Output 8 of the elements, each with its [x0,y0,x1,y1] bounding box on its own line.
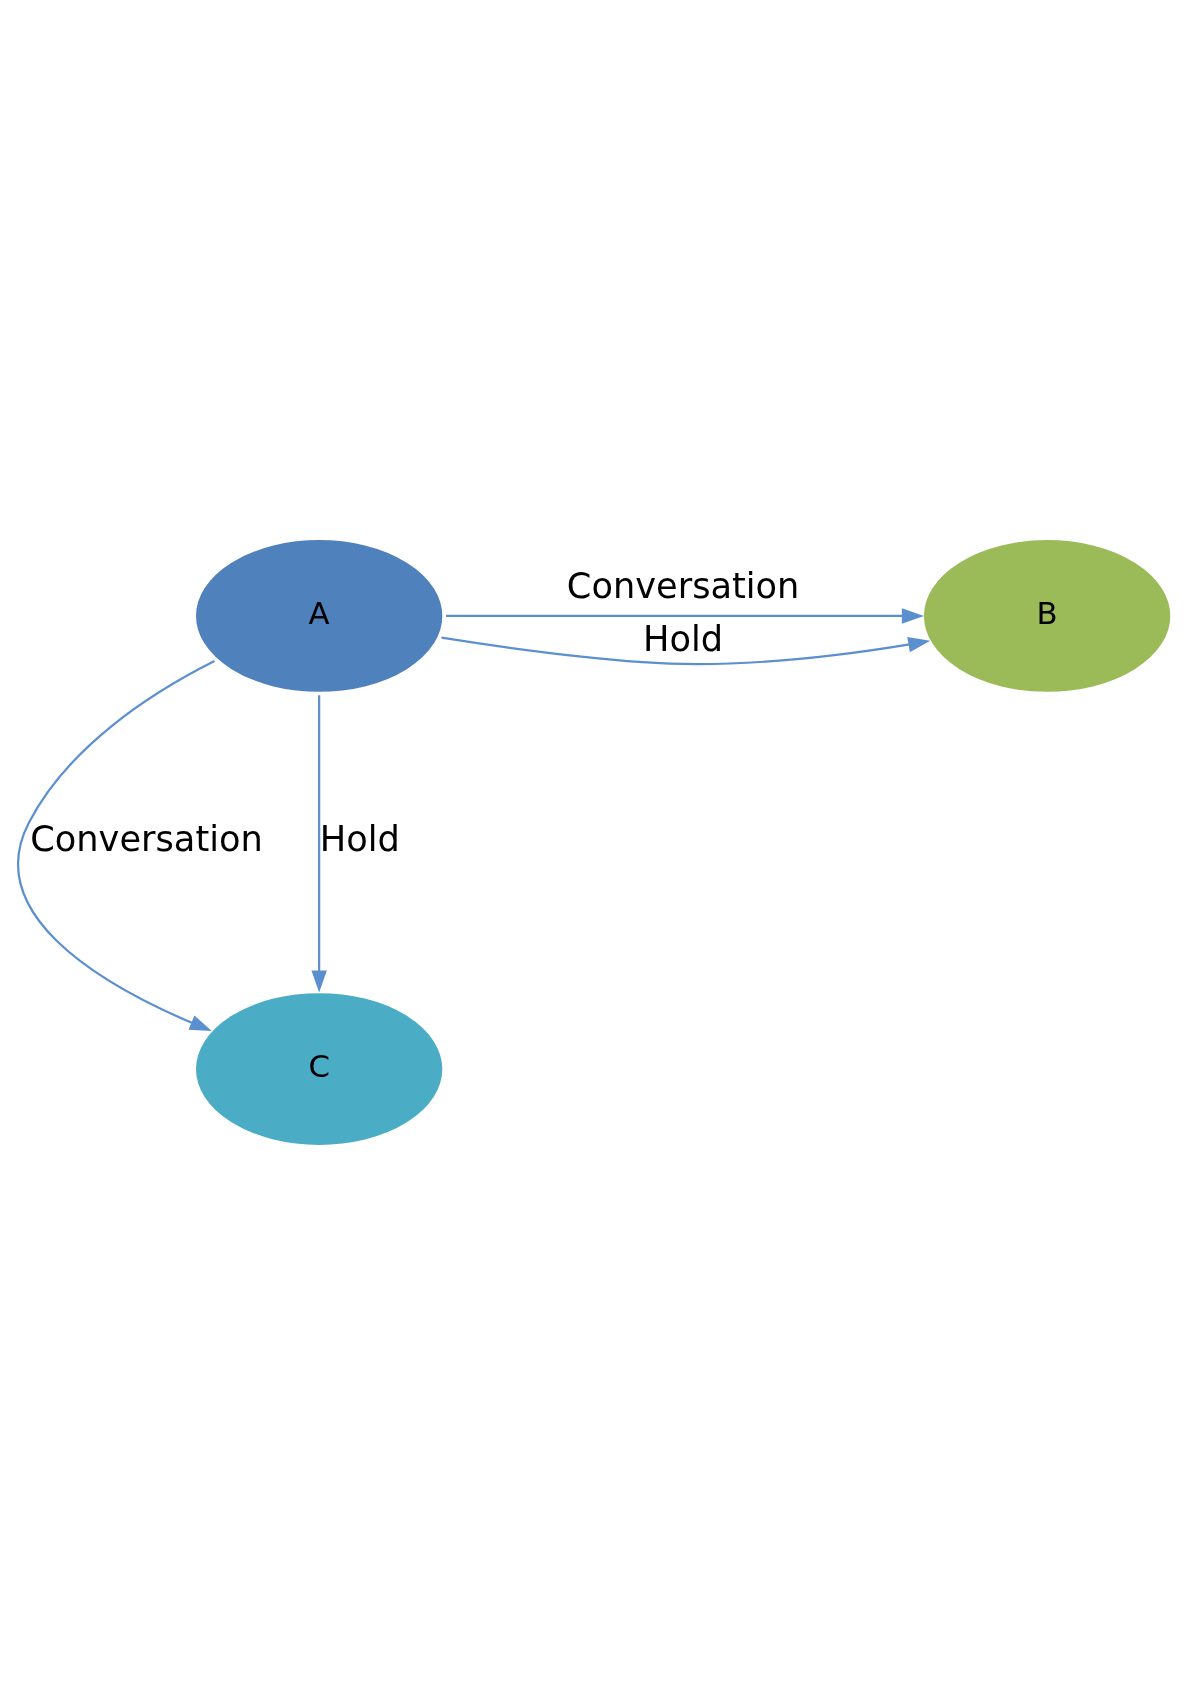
edge-label: Conversation [566,564,800,606]
edge-label: Hold [319,817,400,859]
arrow [311,694,327,993]
edge-label: Hold [643,617,724,659]
edge-label: Conversation [30,817,263,859]
arrow [441,636,931,665]
arrow [17,659,215,1031]
arrow [445,607,924,624]
